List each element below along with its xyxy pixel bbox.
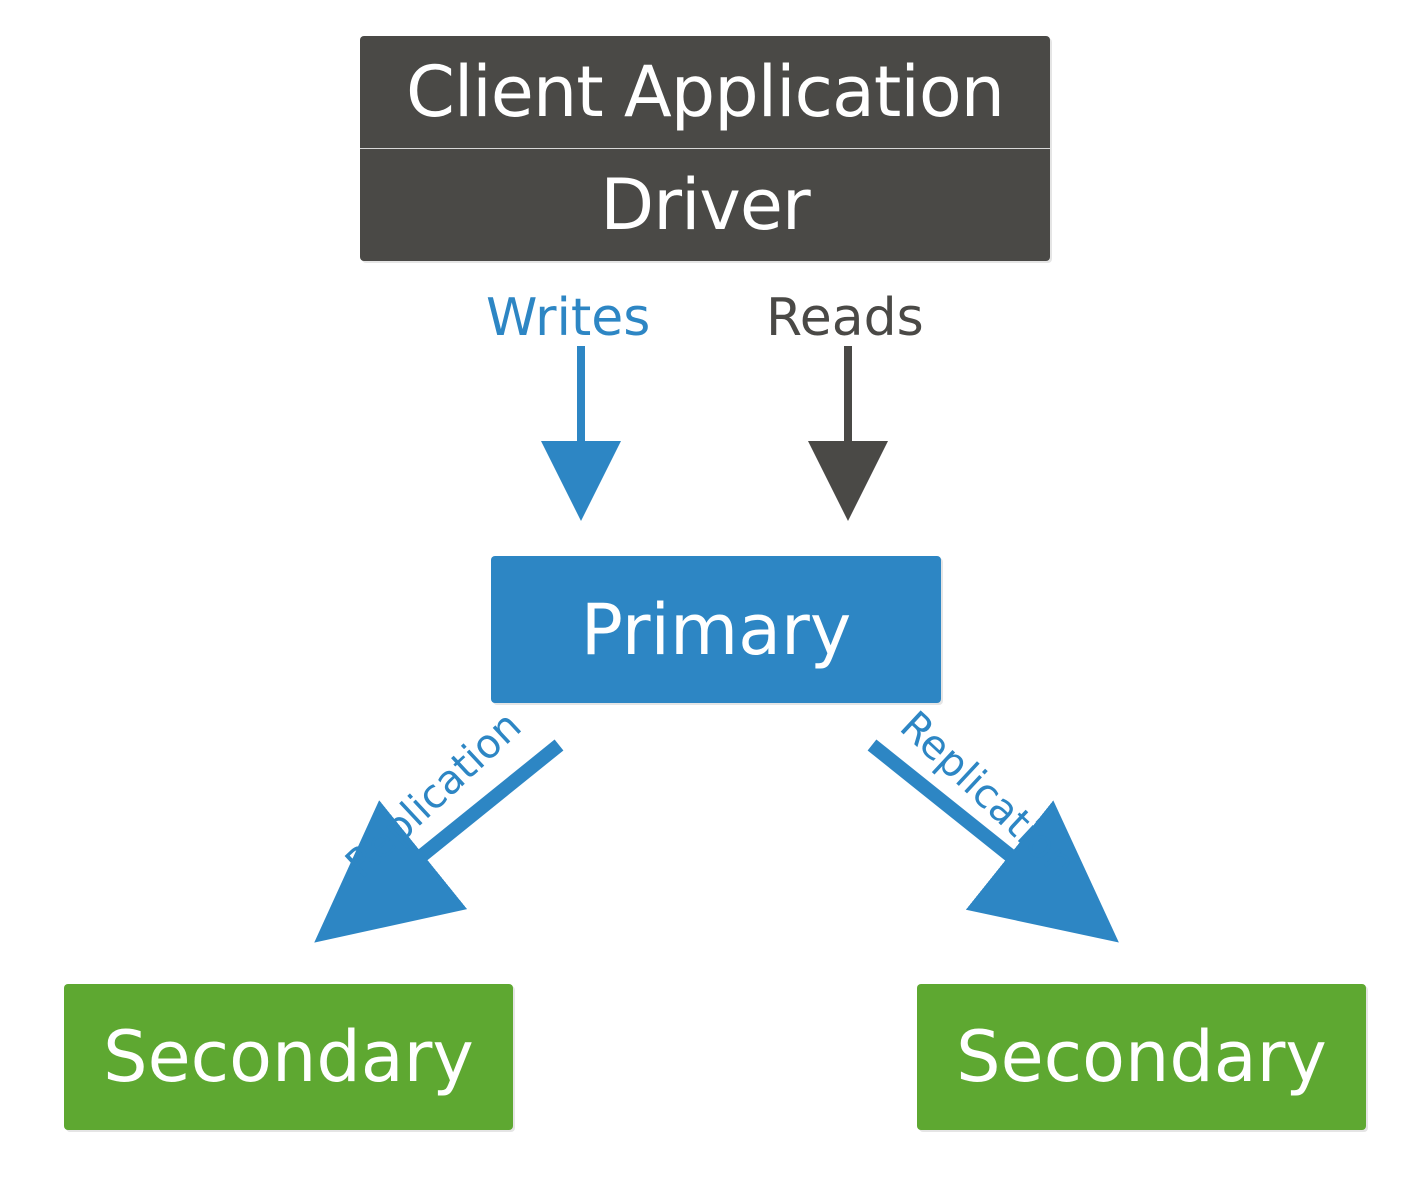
primary-node: Primary [491, 556, 941, 703]
replication-arrow-left [314, 739, 564, 943]
secondary-label-left: Secondary [103, 1016, 474, 1098]
reads-label: Reads [766, 288, 924, 348]
primary-label: Primary [580, 588, 852, 671]
secondary-node-right: Secondary [917, 984, 1366, 1130]
writes-label: Writes [486, 288, 651, 348]
secondary-label-right: Secondary [956, 1016, 1327, 1098]
secondary-node-left: Secondary [64, 984, 513, 1130]
replication-arrow-right [867, 739, 1119, 943]
client-driver-divider [360, 147, 1050, 150]
driver-label: Driver [600, 164, 810, 247]
client-application-box: Client Application Driver [360, 36, 1050, 261]
client-application-label: Client Application [405, 50, 1005, 133]
